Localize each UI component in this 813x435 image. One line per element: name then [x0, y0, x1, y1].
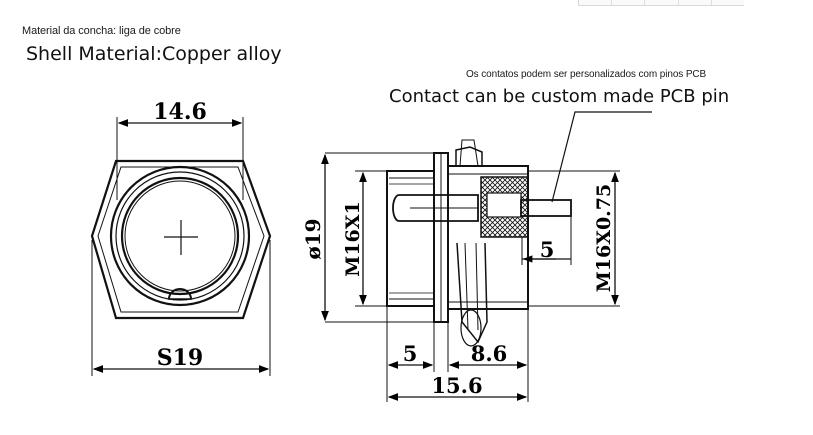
front-view [90, 117, 272, 376]
thread-front-label: M16X1 [342, 201, 364, 276]
rear-depth-label: 8.6 [471, 341, 508, 366]
hex-size-label: S19 [157, 345, 204, 371]
contacts-caption-pt: Os contatos podem ser personalizados com… [466, 69, 707, 80]
outer-ring [109, 165, 251, 307]
front-depth-label: 5 [403, 341, 418, 366]
right-margin [744, 0, 813, 435]
front-width-label: 14.6 [153, 99, 207, 125]
material-caption-en: Shell Material:Copper alloy [26, 43, 282, 65]
total-length-label: 15.6 [431, 373, 482, 398]
thread-rear-label: M16X0.75 [593, 184, 615, 293]
pin-length-label: 5 [540, 237, 555, 262]
inner-ring [120, 176, 240, 296]
material-caption-pt: Material da concha: liga de cobre [22, 25, 181, 37]
diameter-label: ø19 [301, 218, 325, 259]
contacts-caption-en: Contact can be custom made PCB pin [389, 86, 730, 107]
side-view [321, 111, 652, 402]
